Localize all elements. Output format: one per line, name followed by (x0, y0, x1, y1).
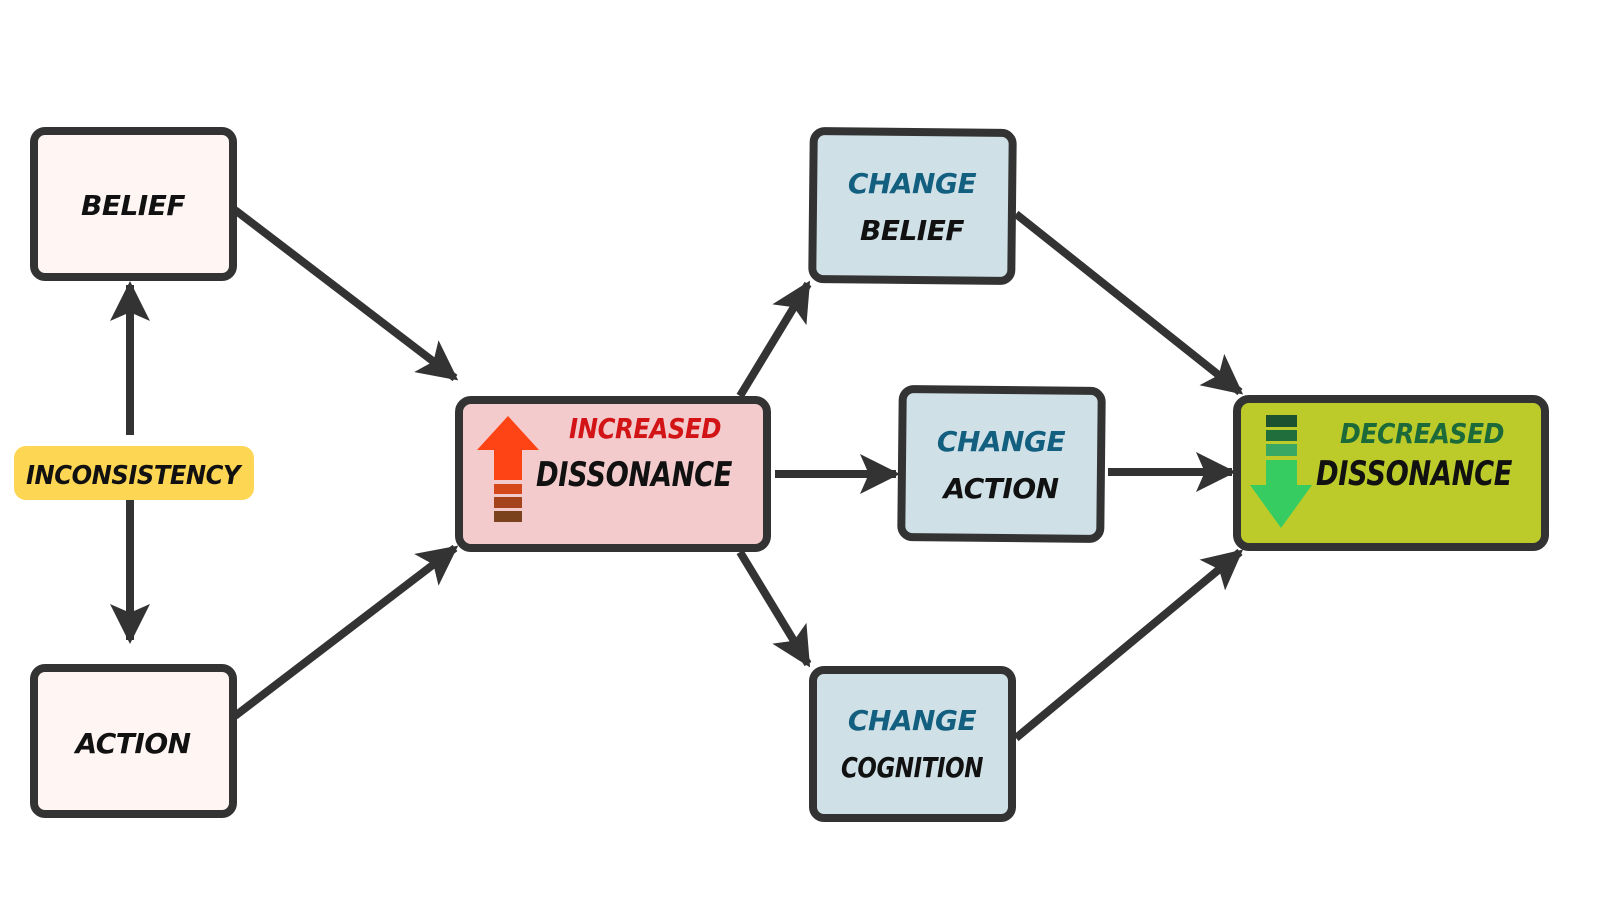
change-action-bottom-label: ACTION (941, 472, 1058, 505)
edges (110, 206, 1244, 742)
edge-action-increased (232, 544, 459, 720)
edge-change-cognition-decreased (1013, 548, 1244, 742)
increased-top-label: INCREASED (569, 412, 721, 445)
node-belief: BELIEF (30, 127, 237, 281)
change-action-top-label: CHANGE (937, 425, 1066, 458)
edge-change-belief-decreased (1013, 210, 1244, 396)
action-label: ACTION (73, 727, 190, 760)
belief-label: BELIEF (81, 189, 185, 222)
change-cognition-top-label: CHANGE (848, 704, 977, 737)
node-increased-dissonance: INCREASED DISSONANCE (455, 396, 771, 552)
edge-increased-change-cognition (736, 549, 812, 668)
arrow-up-icon (477, 416, 539, 522)
edge-increased-change-belief (736, 280, 812, 399)
arrow-down-icon (1250, 415, 1312, 528)
node-action: ACTION (30, 664, 237, 818)
edge-belief-increased (232, 206, 459, 382)
decreased-bottom-label: DISSONANCE (1316, 454, 1512, 494)
increased-bottom-label: DISSONANCE (536, 455, 732, 495)
node-inconsistency: INCONSISTENCY (14, 446, 254, 500)
node-change-action: CHANGE ACTION (897, 385, 1106, 543)
change-belief-bottom-label: BELIEF (860, 214, 964, 247)
node-decreased-dissonance: DECREASED DISSONANCE (1233, 395, 1549, 551)
decreased-top-label: DECREASED (1340, 417, 1504, 450)
change-cognition-bottom-label: COGNITION (841, 751, 983, 784)
change-belief-top-label: CHANGE (848, 167, 977, 200)
inconsistency-label: INCONSISTENCY (26, 461, 243, 491)
node-change-cognition: CHANGE COGNITION (809, 666, 1016, 822)
node-change-belief: CHANGE BELIEF (808, 127, 1017, 285)
